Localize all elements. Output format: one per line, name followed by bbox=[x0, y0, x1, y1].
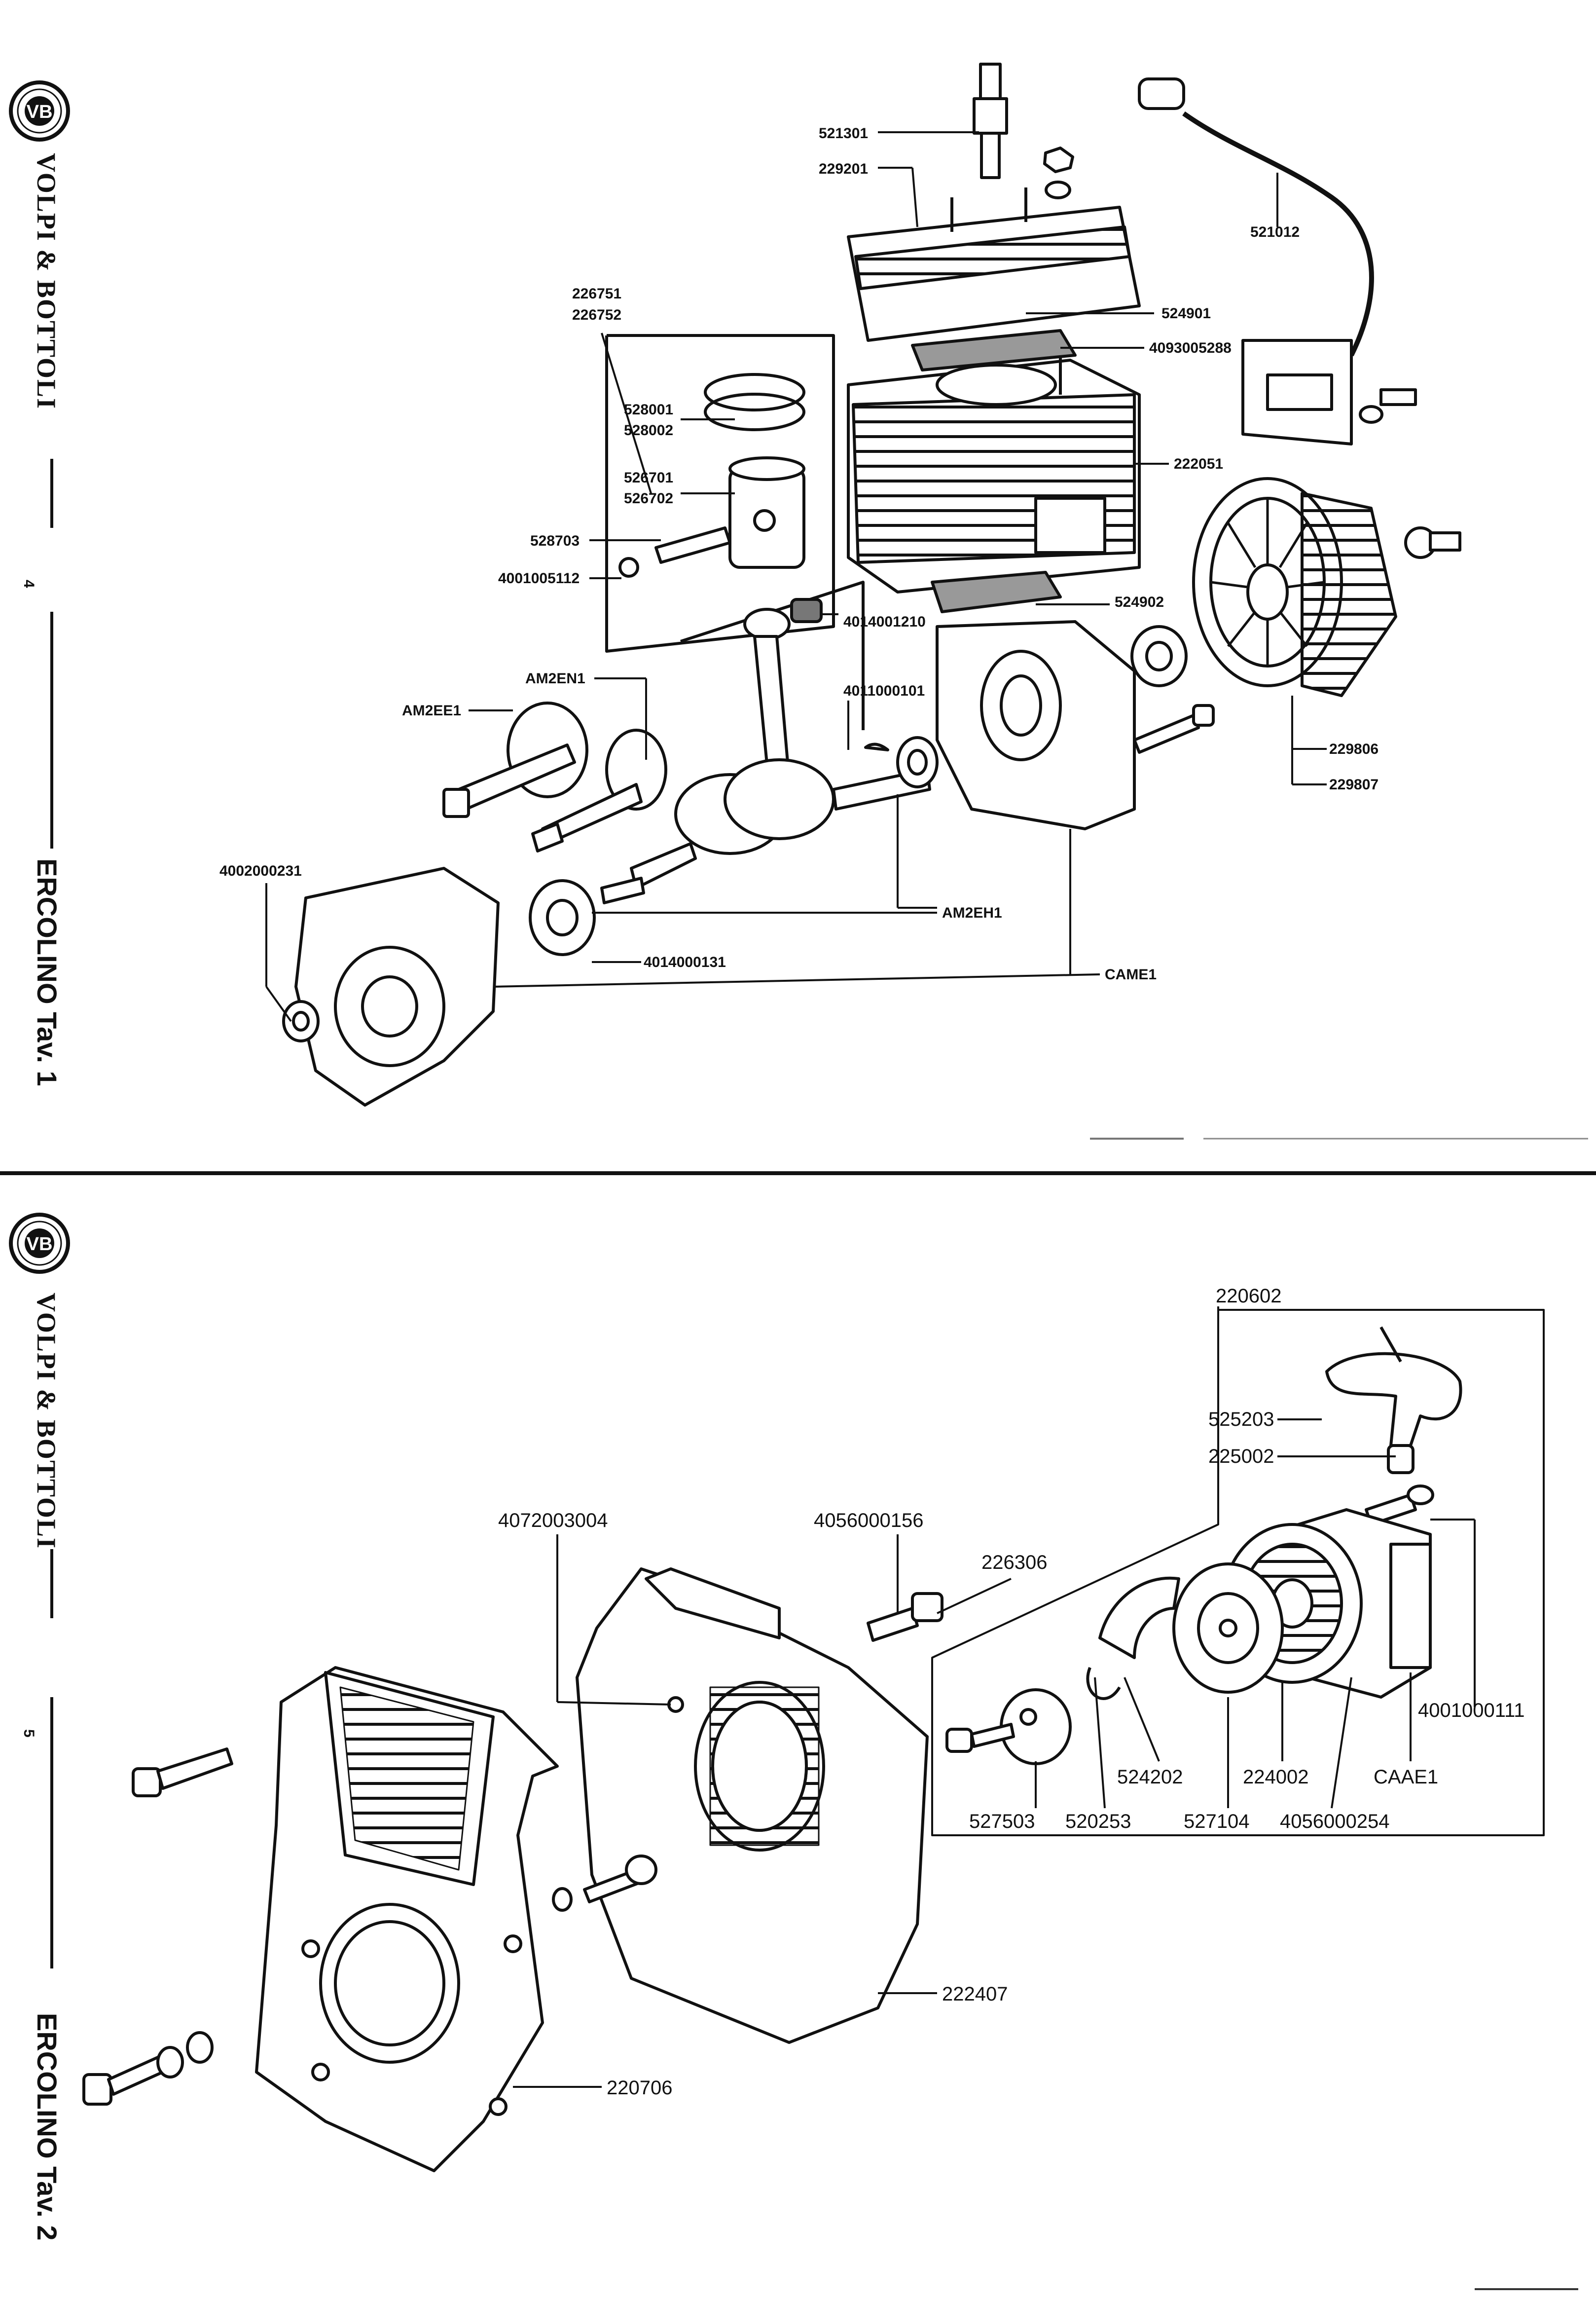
ignition-cable-cap bbox=[1138, 77, 1374, 357]
label-4014001210: 4014001210 bbox=[843, 614, 926, 630]
brand-name-top: VOLPI & BOTTOLI bbox=[32, 153, 61, 410]
crank-flange bbox=[531, 729, 667, 853]
label-226752: 226752 bbox=[572, 307, 621, 323]
plate-title-top: ERCOLINO Tav. 1 bbox=[32, 858, 63, 1086]
plate1-part-labels: 521301 229201 521012 226751 226752 52490… bbox=[219, 125, 1378, 983]
label-220602: 220602 bbox=[1216, 1285, 1281, 1307]
label-525203: 525203 bbox=[1208, 1409, 1274, 1430]
label-4011000101: 4011000101 bbox=[843, 683, 925, 699]
crankcase-left bbox=[282, 867, 500, 1107]
label-4001005112: 4001005112 bbox=[498, 570, 580, 587]
cover-bolt bbox=[552, 1855, 657, 1912]
spark-plug bbox=[973, 63, 1008, 179]
label-226306: 226306 bbox=[981, 1552, 1047, 1573]
woodruff-key bbox=[864, 742, 889, 751]
label-4072003004: 4072003004 bbox=[498, 1510, 608, 1531]
label-222407: 222407 bbox=[942, 1983, 1008, 2005]
starter-pawl bbox=[1098, 1576, 1180, 1659]
cylinder bbox=[847, 355, 1141, 594]
label-224002: 224002 bbox=[1243, 1766, 1308, 1788]
label-524901: 524901 bbox=[1161, 305, 1211, 322]
label-225002: 225002 bbox=[1208, 1446, 1274, 1467]
label-528002: 528002 bbox=[624, 422, 673, 439]
label-AM2EH1: AM2EH1 bbox=[942, 905, 1002, 921]
engine-base-cover bbox=[255, 1666, 559, 2172]
label-229807: 229807 bbox=[1329, 777, 1378, 793]
label-229806: 229806 bbox=[1329, 741, 1378, 757]
piston-pin bbox=[654, 526, 731, 564]
starter-handle bbox=[1325, 1326, 1462, 1447]
label-4056000254: 4056000254 bbox=[1280, 1811, 1389, 1832]
label-520253: 520253 bbox=[1065, 1811, 1131, 1832]
brand-logo-bottom: VB bbox=[9, 1213, 70, 1274]
cylinder-head bbox=[847, 187, 1141, 342]
svg-text:VB: VB bbox=[27, 1234, 53, 1255]
label-526701: 526701 bbox=[624, 470, 673, 486]
label-521012: 521012 bbox=[1250, 224, 1300, 240]
label-CAME1: CAME1 bbox=[1105, 966, 1157, 983]
stud-bolt bbox=[867, 1592, 943, 1642]
nut-pair bbox=[1043, 147, 1074, 199]
label-226751: 226751 bbox=[572, 286, 621, 302]
plate-title-bottom: ERCOLINO Tav. 2 bbox=[32, 2013, 63, 2241]
cap-screw-lower bbox=[82, 2031, 214, 2106]
pinion-shaft bbox=[442, 702, 588, 818]
label-528001: 528001 bbox=[624, 402, 673, 418]
circlip bbox=[618, 557, 639, 578]
label-527503: 527503 bbox=[969, 1811, 1035, 1832]
label-528703: 528703 bbox=[530, 533, 580, 549]
piston-group-frame bbox=[605, 334, 835, 653]
spring-screw bbox=[1365, 1485, 1434, 1526]
svg-text:VB: VB bbox=[27, 102, 53, 122]
label-AM2EE1: AM2EE1 bbox=[402, 703, 461, 719]
needle-bearing bbox=[790, 598, 823, 623]
brand-logo-top: VB bbox=[9, 80, 70, 142]
crank-seal bbox=[896, 736, 939, 788]
label-527104: 527104 bbox=[1184, 1811, 1249, 1832]
cap-screw-upper bbox=[132, 1747, 233, 1797]
label-CAAE1: CAAE1 bbox=[1374, 1766, 1438, 1788]
screw bbox=[1133, 704, 1215, 754]
head-gasket bbox=[911, 329, 1077, 371]
label-4093005288: 4093005288 bbox=[1149, 340, 1232, 356]
brand-name-bottom: VOLPI & BOTTOLI bbox=[32, 1293, 61, 1550]
pulley-hub bbox=[1172, 1562, 1284, 1694]
flywheel-fan bbox=[1192, 477, 1461, 697]
label-4014000131: 4014000131 bbox=[644, 954, 726, 970]
piston bbox=[728, 456, 805, 569]
rope-bushing bbox=[1387, 1444, 1415, 1474]
label-AM2EN1: AM2EN1 bbox=[525, 670, 585, 687]
pawl-spring bbox=[1086, 1667, 1121, 1700]
label-4001000111: 4001000111 bbox=[1418, 1700, 1525, 1721]
label-229201: 229201 bbox=[819, 161, 868, 177]
crank-group-frame bbox=[680, 581, 865, 730]
label-4002000231: 4002000231 bbox=[219, 863, 302, 879]
fan-cover bbox=[576, 1567, 929, 2044]
label-521301: 521301 bbox=[819, 125, 868, 142]
starter-group-frame bbox=[931, 1309, 1545, 1836]
base-gasket bbox=[931, 571, 1062, 613]
plate1-leaders bbox=[265, 131, 1327, 1022]
ball-bearing-right bbox=[1130, 625, 1188, 687]
ignition-coil bbox=[1241, 339, 1417, 445]
ball-bearing-left bbox=[529, 879, 596, 956]
plate2-part-labels: 220602 525203 225002 4072003004 40560001… bbox=[498, 1285, 1525, 2099]
label-526702: 526702 bbox=[624, 490, 673, 507]
crankcase-right bbox=[936, 620, 1136, 830]
label-222051: 222051 bbox=[1174, 456, 1223, 472]
page-number-top: 4 bbox=[21, 580, 37, 588]
plate2-leaders bbox=[513, 1306, 1476, 2088]
label-524202: 524202 bbox=[1117, 1766, 1183, 1788]
page-number-bottom: 5 bbox=[21, 1729, 37, 1738]
label-220706: 220706 bbox=[607, 2077, 672, 2099]
label-524902: 524902 bbox=[1115, 594, 1164, 610]
label-4056000156: 4056000156 bbox=[814, 1510, 923, 1531]
piston-rings bbox=[704, 373, 805, 431]
center-screw bbox=[945, 1723, 1015, 1753]
